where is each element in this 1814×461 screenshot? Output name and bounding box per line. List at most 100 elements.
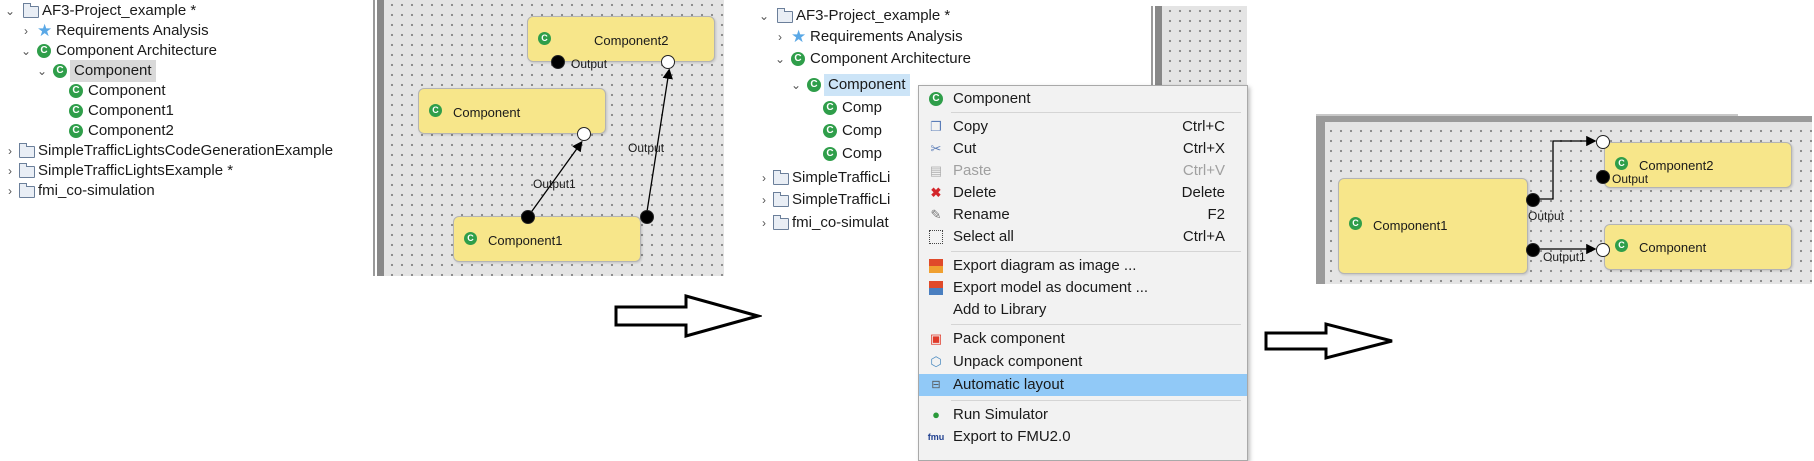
- connection-output[interactable]: [645, 68, 673, 219]
- menu-item-label: Copy: [953, 118, 989, 135]
- component-icon: [69, 84, 83, 98]
- connection-output[interactable]: [1532, 135, 1597, 200]
- menu-item-export-fmu[interactable]: fmu Export to FMU2.0: [919, 426, 1247, 448]
- diagram-canvas-1[interactable]: Component2 Output Component Output Outpu…: [377, 0, 724, 276]
- chevron-right-icon[interactable]: ›: [8, 184, 12, 198]
- export-document-icon: [929, 281, 943, 295]
- component-icon: [1615, 239, 1628, 252]
- component-icon: [823, 101, 837, 115]
- input-port[interactable]: [1596, 135, 1610, 149]
- chevron-right-icon[interactable]: ›: [8, 164, 12, 178]
- menu-item-label: Export model as document ...: [953, 279, 1149, 296]
- output-port[interactable]: [1596, 170, 1610, 184]
- menu-item-run-simulator[interactable]: ● Run Simulator: [919, 404, 1247, 426]
- rename-icon: ✎: [930, 207, 942, 222]
- menu-item-unpack-component[interactable]: ⬡ Unpack component: [919, 351, 1247, 373]
- menu-item-shortcut: Ctrl+C: [1182, 118, 1225, 135]
- component-node-component2[interactable]: Component2: [1604, 142, 1792, 188]
- menu-item-label: Select all: [953, 228, 1014, 245]
- input-port[interactable]: [1596, 243, 1610, 257]
- tree-item-label: AF3-Project_example *: [42, 2, 197, 19]
- component-node-component1[interactable]: Component1: [453, 216, 641, 262]
- chevron-right-icon[interactable]: ›: [778, 30, 782, 44]
- paste-icon: ▤: [929, 163, 943, 178]
- component-node-component2[interactable]: Component2: [527, 16, 715, 62]
- output-port[interactable]: [1526, 193, 1540, 207]
- chevron-right-icon[interactable]: ›: [762, 216, 766, 230]
- tree-item-label: SimpleTrafficLightsCodeGenerationExample: [38, 142, 334, 159]
- menu-separator: [951, 324, 1241, 325]
- menu-item-label: Delete: [953, 184, 997, 201]
- menu-item-label: Add to Library: [953, 301, 1047, 318]
- menu-item-export-document[interactable]: Export model as document ...: [919, 277, 1247, 299]
- chevron-right-icon[interactable]: ›: [8, 144, 12, 158]
- chevron-down-icon[interactable]: ⌄: [758, 9, 770, 23]
- port-label: Output: [1528, 209, 1565, 223]
- component-node-component1[interactable]: Component1: [1338, 178, 1528, 274]
- tree-item-label: fmi_co-simulat: [792, 214, 889, 231]
- panel-top-border: [1316, 114, 1738, 116]
- input-port[interactable]: [661, 55, 675, 69]
- menu-item-add-to-library[interactable]: Add to Library: [919, 299, 1247, 321]
- tree-item-label: Component Architecture: [56, 42, 217, 59]
- menu-item-copy[interactable]: ❐ Copy Ctrl+C: [919, 116, 1247, 138]
- component-icon: [69, 124, 83, 138]
- tree-item-label: SimpleTrafficLightsExample *: [38, 162, 234, 179]
- output-port[interactable]: [521, 210, 535, 224]
- component-name: Component1: [488, 233, 563, 248]
- chevron-right-icon[interactable]: ›: [762, 193, 766, 207]
- input-port[interactable]: [577, 127, 591, 141]
- component-node-component[interactable]: Component: [418, 88, 606, 134]
- component-icon: [53, 64, 67, 78]
- folder-icon: [23, 3, 39, 18]
- folder-icon: [19, 163, 35, 178]
- component-icon: [37, 44, 51, 58]
- menu-item-export-image[interactable]: Export diagram as image ...: [919, 255, 1247, 277]
- tree-item-label: Comp: [842, 122, 883, 139]
- menu-item-component[interactable]: Component: [919, 88, 1247, 110]
- connection-output1[interactable]: [526, 140, 583, 219]
- menu-item-automatic-layout[interactable]: ⊟ Automatic layout: [919, 374, 1247, 396]
- menu-item-shortcut: Delete: [1181, 184, 1225, 201]
- chevron-down-icon[interactable]: ⌄: [36, 64, 48, 78]
- chevron-right-icon[interactable]: ›: [762, 171, 766, 185]
- chevron-down-icon[interactable]: ⌄: [774, 52, 786, 66]
- menu-item-shortcut: Ctrl+A: [1182, 228, 1225, 245]
- component-node-component[interactable]: Component: [1604, 224, 1792, 270]
- menu-item-rename[interactable]: ✎ Rename F2: [919, 204, 1247, 226]
- menu-item-shortcut: F2: [1207, 206, 1225, 223]
- tree-item-label: Component1: [88, 102, 174, 119]
- menu-item-paste: ▤ Paste Ctrl+V: [919, 160, 1247, 182]
- chevron-down-icon[interactable]: ⌄: [790, 78, 802, 92]
- chevron-down-icon[interactable]: ⌄: [20, 44, 32, 58]
- port-label: Output1: [1543, 250, 1586, 264]
- component-icon: [1349, 217, 1362, 230]
- menu-item-select-all[interactable]: Select all Ctrl+A: [919, 226, 1247, 248]
- port-label: Output: [628, 141, 665, 155]
- menu-item-cut[interactable]: ✂ Cut Ctrl+X: [919, 138, 1247, 160]
- canvas-border: [1316, 116, 1812, 122]
- tree-item-label: SimpleTrafficLi: [792, 169, 891, 186]
- menu-separator: [951, 112, 1241, 113]
- menu-item-delete[interactable]: ✖ Delete Delete: [919, 182, 1247, 204]
- menu-item-label: Export diagram as image ...: [953, 257, 1137, 274]
- menu-item-label: Cut: [953, 140, 977, 157]
- component-icon: [823, 124, 837, 138]
- component-icon: [429, 104, 442, 117]
- component-name: Component1: [1373, 218, 1448, 233]
- output-port[interactable]: [1526, 243, 1540, 257]
- folder-icon: [19, 143, 35, 158]
- output-port[interactable]: [551, 55, 565, 69]
- chevron-down-icon[interactable]: ⌄: [4, 4, 16, 18]
- menu-item-label: Pack component: [953, 330, 1065, 347]
- menu-item-label: Component: [953, 90, 1031, 107]
- chevron-right-icon[interactable]: ›: [24, 24, 28, 38]
- tree-item-label: Component: [88, 82, 166, 99]
- diagram-canvas-2[interactable]: Component1 Output Output1 Component2 Out…: [1316, 116, 1812, 284]
- menu-item-label: Automatic layout: [953, 376, 1064, 393]
- menu-item-label: Export to FMU2.0: [953, 428, 1071, 445]
- tree-item-label: Comp: [842, 99, 883, 116]
- component-name: Component2: [1639, 158, 1714, 173]
- menu-item-pack-component[interactable]: ▣ Pack component: [919, 328, 1247, 350]
- output-port[interactable]: [640, 210, 654, 224]
